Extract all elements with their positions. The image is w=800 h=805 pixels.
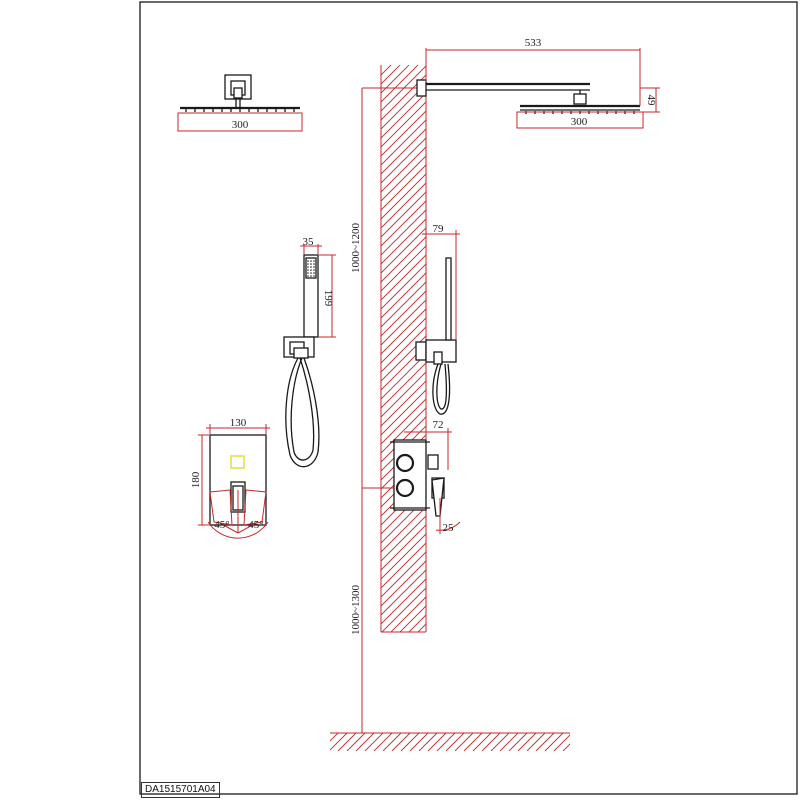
shower-head-front-view	[180, 74, 300, 112]
head-width-left-label: 300	[232, 119, 249, 131]
handshower-width-dimension: 35	[300, 236, 322, 254]
handshower-height-label: 199	[322, 290, 334, 307]
handshower-height-dimension: 199	[319, 254, 336, 338]
plate-width-label: 130	[230, 417, 247, 429]
arm-length-label: 533	[525, 37, 542, 49]
sheet-border	[139, 1, 798, 795]
head-width-right-dimension: 300	[516, 111, 644, 129]
concealed-valve-side-view	[390, 439, 445, 517]
angle-left-label: 45°	[214, 519, 229, 531]
floor-section	[330, 732, 570, 751]
handle-offset-label: 25	[443, 522, 455, 534]
diverter-button	[230, 455, 245, 469]
valve-depth-label: 72	[433, 419, 444, 431]
upper-height-label: 1000~1200	[350, 223, 362, 273]
angle-right-label: 45°	[248, 519, 263, 531]
handle-offset-dimension: 25	[435, 498, 461, 534]
hand-shower-front-view	[283, 254, 320, 468]
plate-width-dimension: 130	[206, 417, 270, 434]
handshower-width-label: 35	[303, 236, 315, 248]
head-width-left-dimension: 300	[177, 112, 303, 132]
hand-shower-side-view	[415, 257, 457, 415]
outlet-marker	[427, 454, 439, 470]
height-dimension-line: 1000~1200 1000~1300	[350, 87, 420, 733]
head-thickness-label: 49	[645, 95, 657, 107]
bracket-depth-dimension: 79	[422, 223, 460, 340]
plate-height-label: 180	[190, 471, 202, 488]
arm-length-dimension: 533	[425, 37, 641, 106]
wall-section	[380, 65, 427, 633]
shower-arm-side-view	[416, 79, 640, 114]
head-width-right-label: 300	[571, 116, 588, 128]
valve-depth-dimension: 72	[404, 419, 452, 470]
lower-height-label: 1000~1300	[350, 585, 362, 635]
head-thickness-dimension: 49	[640, 87, 660, 113]
plate-height-dimension: 180	[190, 434, 209, 526]
bracket-depth-label: 79	[433, 223, 445, 235]
drawing-code-label: DA1515701A04	[141, 782, 220, 798]
trim-plate-front-view: 45° 45°	[207, 434, 269, 539]
